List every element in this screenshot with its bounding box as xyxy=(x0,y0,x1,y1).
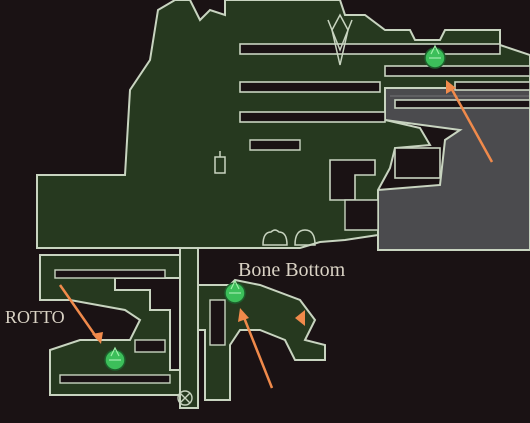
map-marker-2[interactable] xyxy=(224,279,246,304)
explored-shaft xyxy=(179,247,199,409)
explored-region-bone-bottom xyxy=(197,278,326,401)
explored-region-lower-left xyxy=(39,254,181,396)
map-marker-3[interactable] xyxy=(104,346,126,371)
map-marker-1[interactable] xyxy=(424,44,446,69)
arrow-annotation-3 xyxy=(58,284,103,344)
rosary-shrine-icon[interactable] xyxy=(327,13,353,66)
arrow-annotation-1 xyxy=(446,80,494,163)
arrow-annotation-2 xyxy=(238,308,274,389)
mask-shard-icon[interactable] xyxy=(295,310,305,326)
npc-icon[interactable] xyxy=(177,390,193,406)
area-label-grotto: ROTTO xyxy=(5,307,65,327)
unexplored-region xyxy=(377,87,530,251)
bench-icon[interactable] xyxy=(214,151,226,174)
area-label-bone-bottom: Bone Bottom xyxy=(238,259,346,281)
vendor-icon[interactable] xyxy=(262,229,316,246)
